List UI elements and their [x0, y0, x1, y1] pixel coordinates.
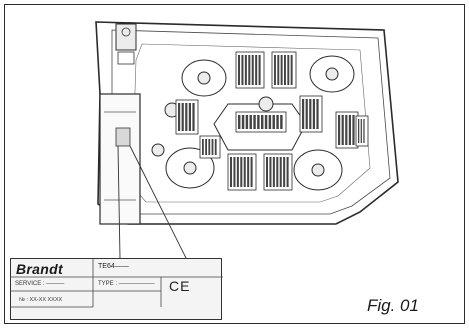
vent-slot [345, 115, 348, 145]
vent-slot [241, 55, 244, 85]
vent-slot [302, 99, 305, 129]
vent-slot [305, 99, 308, 129]
vent-slot [348, 115, 351, 145]
vent-slot [268, 115, 272, 129]
ventilation-grilles [175, 51, 369, 191]
vent-slot [188, 103, 191, 131]
rating-plate-spot [115, 127, 131, 147]
element-mount-top-left [181, 59, 227, 97]
vent-slot [214, 139, 217, 155]
vent-slot [363, 119, 365, 143]
callout-line-left [117, 145, 121, 259]
vent-slot [205, 139, 207, 155]
vent-slot [249, 115, 252, 129]
vent-slot [253, 115, 256, 129]
vent-slot [250, 157, 253, 187]
vent-slot [279, 157, 282, 187]
vent-grille [355, 115, 369, 147]
vent-slot [352, 115, 355, 145]
vent-slot [283, 157, 286, 187]
vent-slot [316, 99, 319, 129]
vent-slot [274, 55, 276, 85]
vent-slot [238, 55, 241, 85]
type-field: TYPE : —————— [98, 281, 155, 287]
rating-plate: Brandt TE64—— SERVICE : ——— TYPE : —————… [10, 258, 223, 320]
vent-slot [211, 139, 214, 155]
vent-slot [276, 115, 279, 129]
vent-slot [258, 55, 261, 85]
vent-slot [248, 55, 251, 85]
vent-slot [185, 103, 188, 131]
connector-block [115, 23, 137, 51]
vent-slot [284, 55, 286, 85]
element-mount-bottom-right [293, 149, 343, 191]
vent-slot [245, 115, 249, 129]
vent-slot [272, 157, 275, 187]
vent-slot [257, 115, 260, 129]
vent-slot [247, 157, 250, 187]
vent-slot [338, 115, 341, 145]
element-mount-top-right [309, 55, 355, 93]
figure-caption: Fig. 01 [367, 296, 419, 315]
vent-slot [178, 103, 181, 131]
vent-slot [244, 55, 247, 85]
vent-slot [309, 99, 312, 129]
plate-rules [11, 259, 223, 308]
central-boss [258, 96, 274, 112]
vent-slot [202, 139, 204, 155]
vent-slot [272, 115, 275, 129]
vent-slot [286, 157, 289, 187]
service-field: SERVICE : ——— [15, 281, 65, 287]
vent-slot [251, 55, 254, 85]
vent-slot [276, 157, 279, 187]
vent-slot [208, 139, 211, 155]
vent-slot [181, 103, 184, 131]
vent-slot [255, 55, 258, 85]
vent-slot [264, 115, 268, 129]
vent-slot [280, 115, 283, 129]
serial-field: № : XX-XX XXXX [19, 297, 63, 303]
vent-slot [240, 157, 243, 187]
callout-line-right [129, 145, 187, 259]
vent-slot [280, 55, 283, 85]
brand-logo: Brandt [16, 261, 63, 277]
vent-slot [230, 157, 233, 187]
vent-slot [243, 157, 246, 187]
vent-slot [233, 157, 236, 187]
control-box [99, 93, 141, 225]
figure-border [4, 4, 465, 324]
vent-slot [277, 55, 280, 85]
vent-slot [290, 55, 293, 85]
vent-slot [236, 157, 239, 187]
vent-slot [241, 115, 245, 129]
vent-slot [269, 157, 272, 187]
vent-slot [360, 119, 362, 143]
vent-slot [266, 157, 269, 187]
vent-slot [341, 115, 344, 145]
ce-mark: CE [169, 278, 191, 294]
vent-slot [192, 103, 195, 131]
vent-slot [312, 99, 315, 129]
vent-slot [261, 115, 264, 129]
vent-slot [238, 115, 241, 129]
vent-slot [287, 55, 290, 85]
vent-slot [358, 119, 360, 143]
model-code: TE64—— [98, 263, 129, 270]
